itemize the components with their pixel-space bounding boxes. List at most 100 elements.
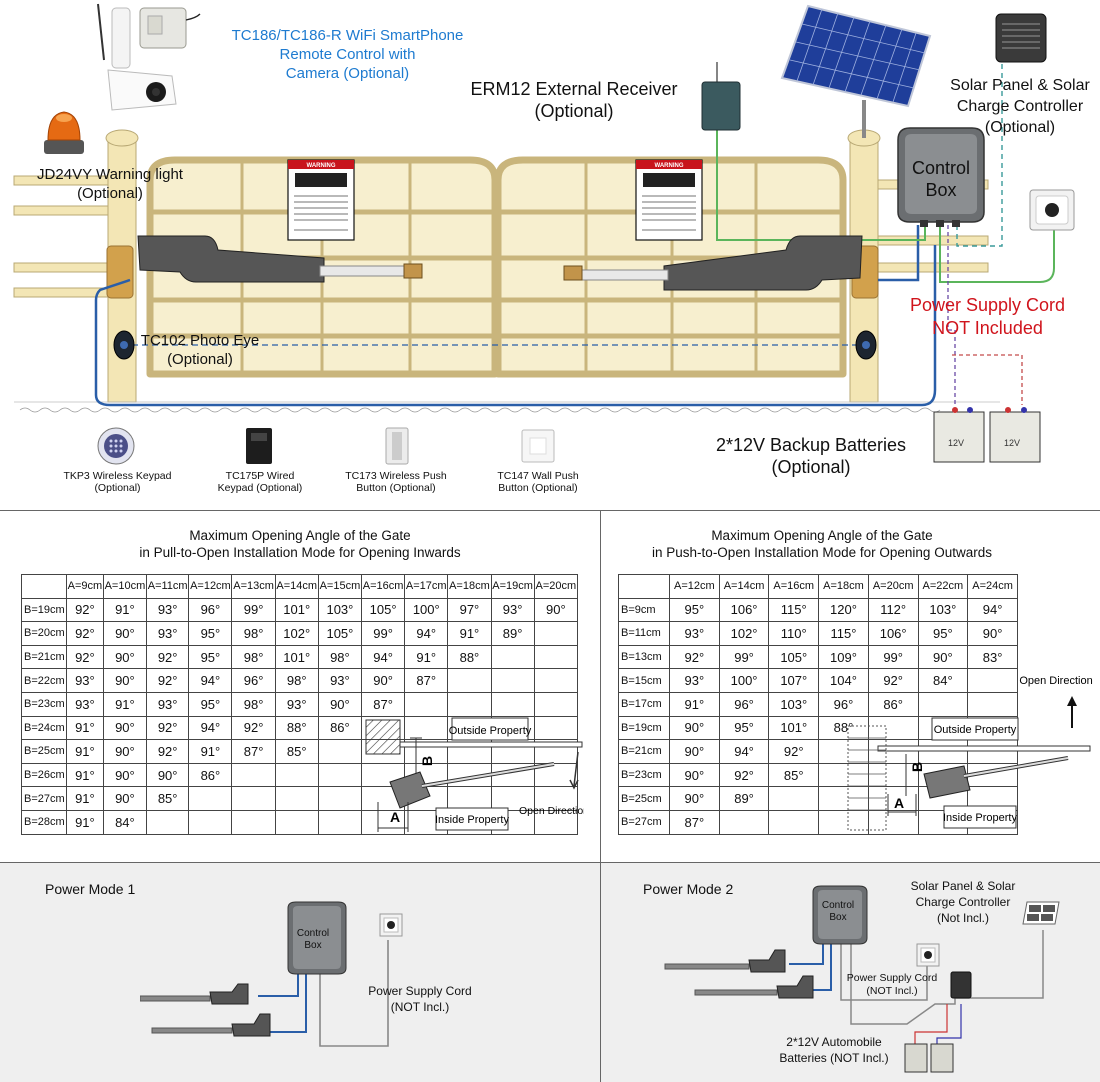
pull-angle-cell: 92° — [231, 715, 276, 741]
push-angle-cell — [768, 786, 820, 811]
pull-angle-cell: 90° — [102, 715, 148, 741]
pull-angle-cell — [274, 762, 319, 788]
pull-angle-cell: 91° — [447, 621, 492, 646]
push-corner-cell — [618, 574, 670, 599]
push-angle-cell: 92° — [718, 762, 770, 788]
pull-row-header: B=19cm — [21, 597, 67, 623]
pull-angle-cell — [188, 809, 233, 835]
push-angle-cell: 110° — [768, 621, 820, 646]
push-row-header: B=21cm — [618, 739, 670, 764]
push-angle-cell: 88° — [818, 715, 869, 741]
operator-arm-left — [137, 235, 423, 283]
push-angle-cell — [867, 715, 919, 741]
pull-angle-cell — [533, 715, 579, 741]
push-angle-cell: 92° — [669, 644, 720, 670]
push-angle-cell: 103° — [917, 597, 969, 623]
pull-angle-cell: 91° — [66, 786, 104, 811]
wired-keypad-icon — [246, 428, 272, 464]
pull-column-header: A=16cm — [360, 574, 406, 599]
pull-angle-cell: 92° — [66, 597, 104, 623]
push-angle-cell: 92° — [768, 739, 820, 764]
pm2-operator-2-icon — [694, 975, 814, 999]
pull-angle-cell — [188, 786, 233, 811]
photo-eye-right-icon — [855, 330, 877, 360]
pull-angle-cell — [317, 739, 363, 764]
pull-angle-cell — [447, 691, 492, 717]
pull-angle-cell: 85° — [274, 739, 319, 764]
push-direction-label: Open Direction — [1019, 675, 1092, 687]
push-angle-cell: 89° — [718, 786, 770, 811]
push-angle-cell: 90° — [669, 786, 720, 811]
push-table-title: Maximum Opening Angle of the Gate in Pus… — [652, 528, 992, 560]
pull-row-header: B=27cm — [21, 786, 67, 811]
pull-angle-cell: 86° — [188, 762, 233, 788]
push-angle-cell: 102° — [718, 621, 770, 646]
solar-panel-icon — [780, 4, 932, 138]
push-angle-cell: 93° — [669, 668, 720, 693]
pull-angle-cell: 93° — [145, 691, 190, 717]
divider-horizontal-top — [0, 510, 1100, 511]
pull-angle-cell: 90° — [145, 762, 190, 788]
power-mode-1-cord-label: Power Supply Cord (NOT Incl.) — [368, 984, 472, 1014]
pull-column-header: A=20cm — [533, 574, 579, 599]
pull-angle-cell: 93° — [145, 621, 190, 646]
pull-angle-cell: 95° — [188, 691, 233, 717]
pull-column-header: A=11cm — [145, 574, 190, 599]
pull-outside-label: Outside Property — [449, 725, 532, 737]
wireless-push-button-icon — [385, 427, 409, 465]
pull-angle-cell: 87° — [360, 691, 406, 717]
push-angle-cell: 96° — [718, 691, 770, 717]
push-row-header: B=27cm — [618, 809, 670, 835]
pull-angle-cell: 96° — [231, 668, 276, 693]
push-column-header: A=18cm — [818, 574, 869, 599]
pull-angle-cell: 92° — [66, 621, 104, 646]
push-angle-cell: 112° — [867, 597, 919, 623]
warning-light-label: JD24VY Warning light (Optional) — [37, 166, 183, 202]
pull-corner-cell — [21, 574, 67, 599]
pull-angle-cell: 88° — [447, 644, 492, 670]
pull-column-header: A=13cm — [231, 574, 276, 599]
pull-row-header: B=21cm — [21, 644, 67, 670]
push-row-header: B=9cm — [618, 597, 670, 623]
backup-battery-1-label: 12V — [948, 438, 964, 448]
push-angle-cell: 106° — [867, 621, 919, 646]
pull-angle-cell — [145, 809, 190, 835]
pull-angle-cell: 93° — [317, 668, 363, 693]
pull-angle-cell: 95° — [188, 621, 233, 646]
external-receiver-icon — [701, 62, 741, 131]
pull-angle-cell: 90° — [102, 621, 148, 646]
push-row-header: B=19cm — [618, 715, 670, 741]
power-cord-label: Power Supply Cord NOT Included — [909, 295, 1066, 338]
pull-angle-cell: 95° — [188, 644, 233, 670]
pull-angle-cell: 99° — [360, 621, 406, 646]
push-angle-cell: 92° — [867, 668, 919, 693]
pull-angle-cell: 90° — [360, 668, 406, 693]
pull-angle-cell: 93° — [66, 668, 104, 693]
camera-icon — [97, 3, 177, 111]
push-angle-cell: 120° — [818, 597, 869, 623]
backup-battery-2-label: 12V — [1004, 438, 1020, 448]
push-angle-cell: 106° — [718, 597, 770, 623]
pull-angle-cell: 94° — [188, 715, 233, 741]
pull-column-header: A=18cm — [447, 574, 492, 599]
operator-2-icon — [151, 1013, 271, 1037]
pull-table-title: Maximum Opening Angle of the Gate in Pul… — [139, 528, 461, 560]
pull-angle-cell: 93° — [145, 597, 190, 623]
pull-angle-cell: 93° — [490, 597, 535, 623]
pull-angle-cell: 90° — [102, 668, 148, 693]
push-angle-cell — [818, 762, 869, 788]
pull-angle-cell: 92° — [145, 644, 190, 670]
accessory-label-1: TKP3 Wireless Keypad (Optional) — [63, 470, 172, 494]
push-angle-cell: 90° — [669, 762, 720, 788]
accessory-label-2: TC175P Wired Keypad (Optional) — [217, 470, 303, 494]
backup-battery-2-icon: 12V — [989, 407, 1041, 463]
pull-angle-cell: 93° — [274, 691, 319, 717]
push-row-header: B=15cm — [618, 668, 670, 693]
pull-angle-cell: 96° — [188, 597, 233, 623]
